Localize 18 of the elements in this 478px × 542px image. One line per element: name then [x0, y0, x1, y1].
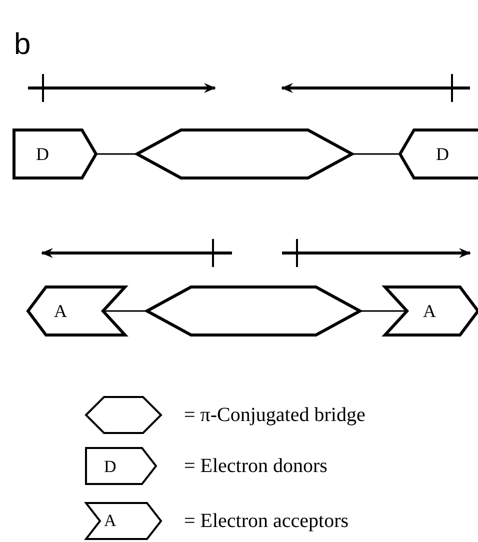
node-letter: A [54, 301, 67, 321]
symbol-letter: D [104, 458, 116, 475]
connector-line [360, 310, 407, 312]
legend-text: = Electron donors [184, 455, 328, 477]
legend-text: = Electron acceptors [184, 510, 349, 532]
donor-box [14, 130, 96, 178]
connector-line [96, 153, 137, 155]
node-letter: D [36, 144, 49, 164]
node-letter: A [423, 301, 436, 321]
symbol-letter: A [104, 512, 116, 529]
connector-line [352, 153, 400, 155]
panel-letter: b [14, 30, 31, 60]
node-letter: D [436, 144, 449, 164]
bridge-hexagon [147, 287, 360, 335]
connector-line [103, 310, 147, 312]
bridge-hexagon [137, 130, 352, 178]
legend-text: = π-Conjugated bridge [184, 404, 366, 426]
donor-box [400, 130, 478, 178]
